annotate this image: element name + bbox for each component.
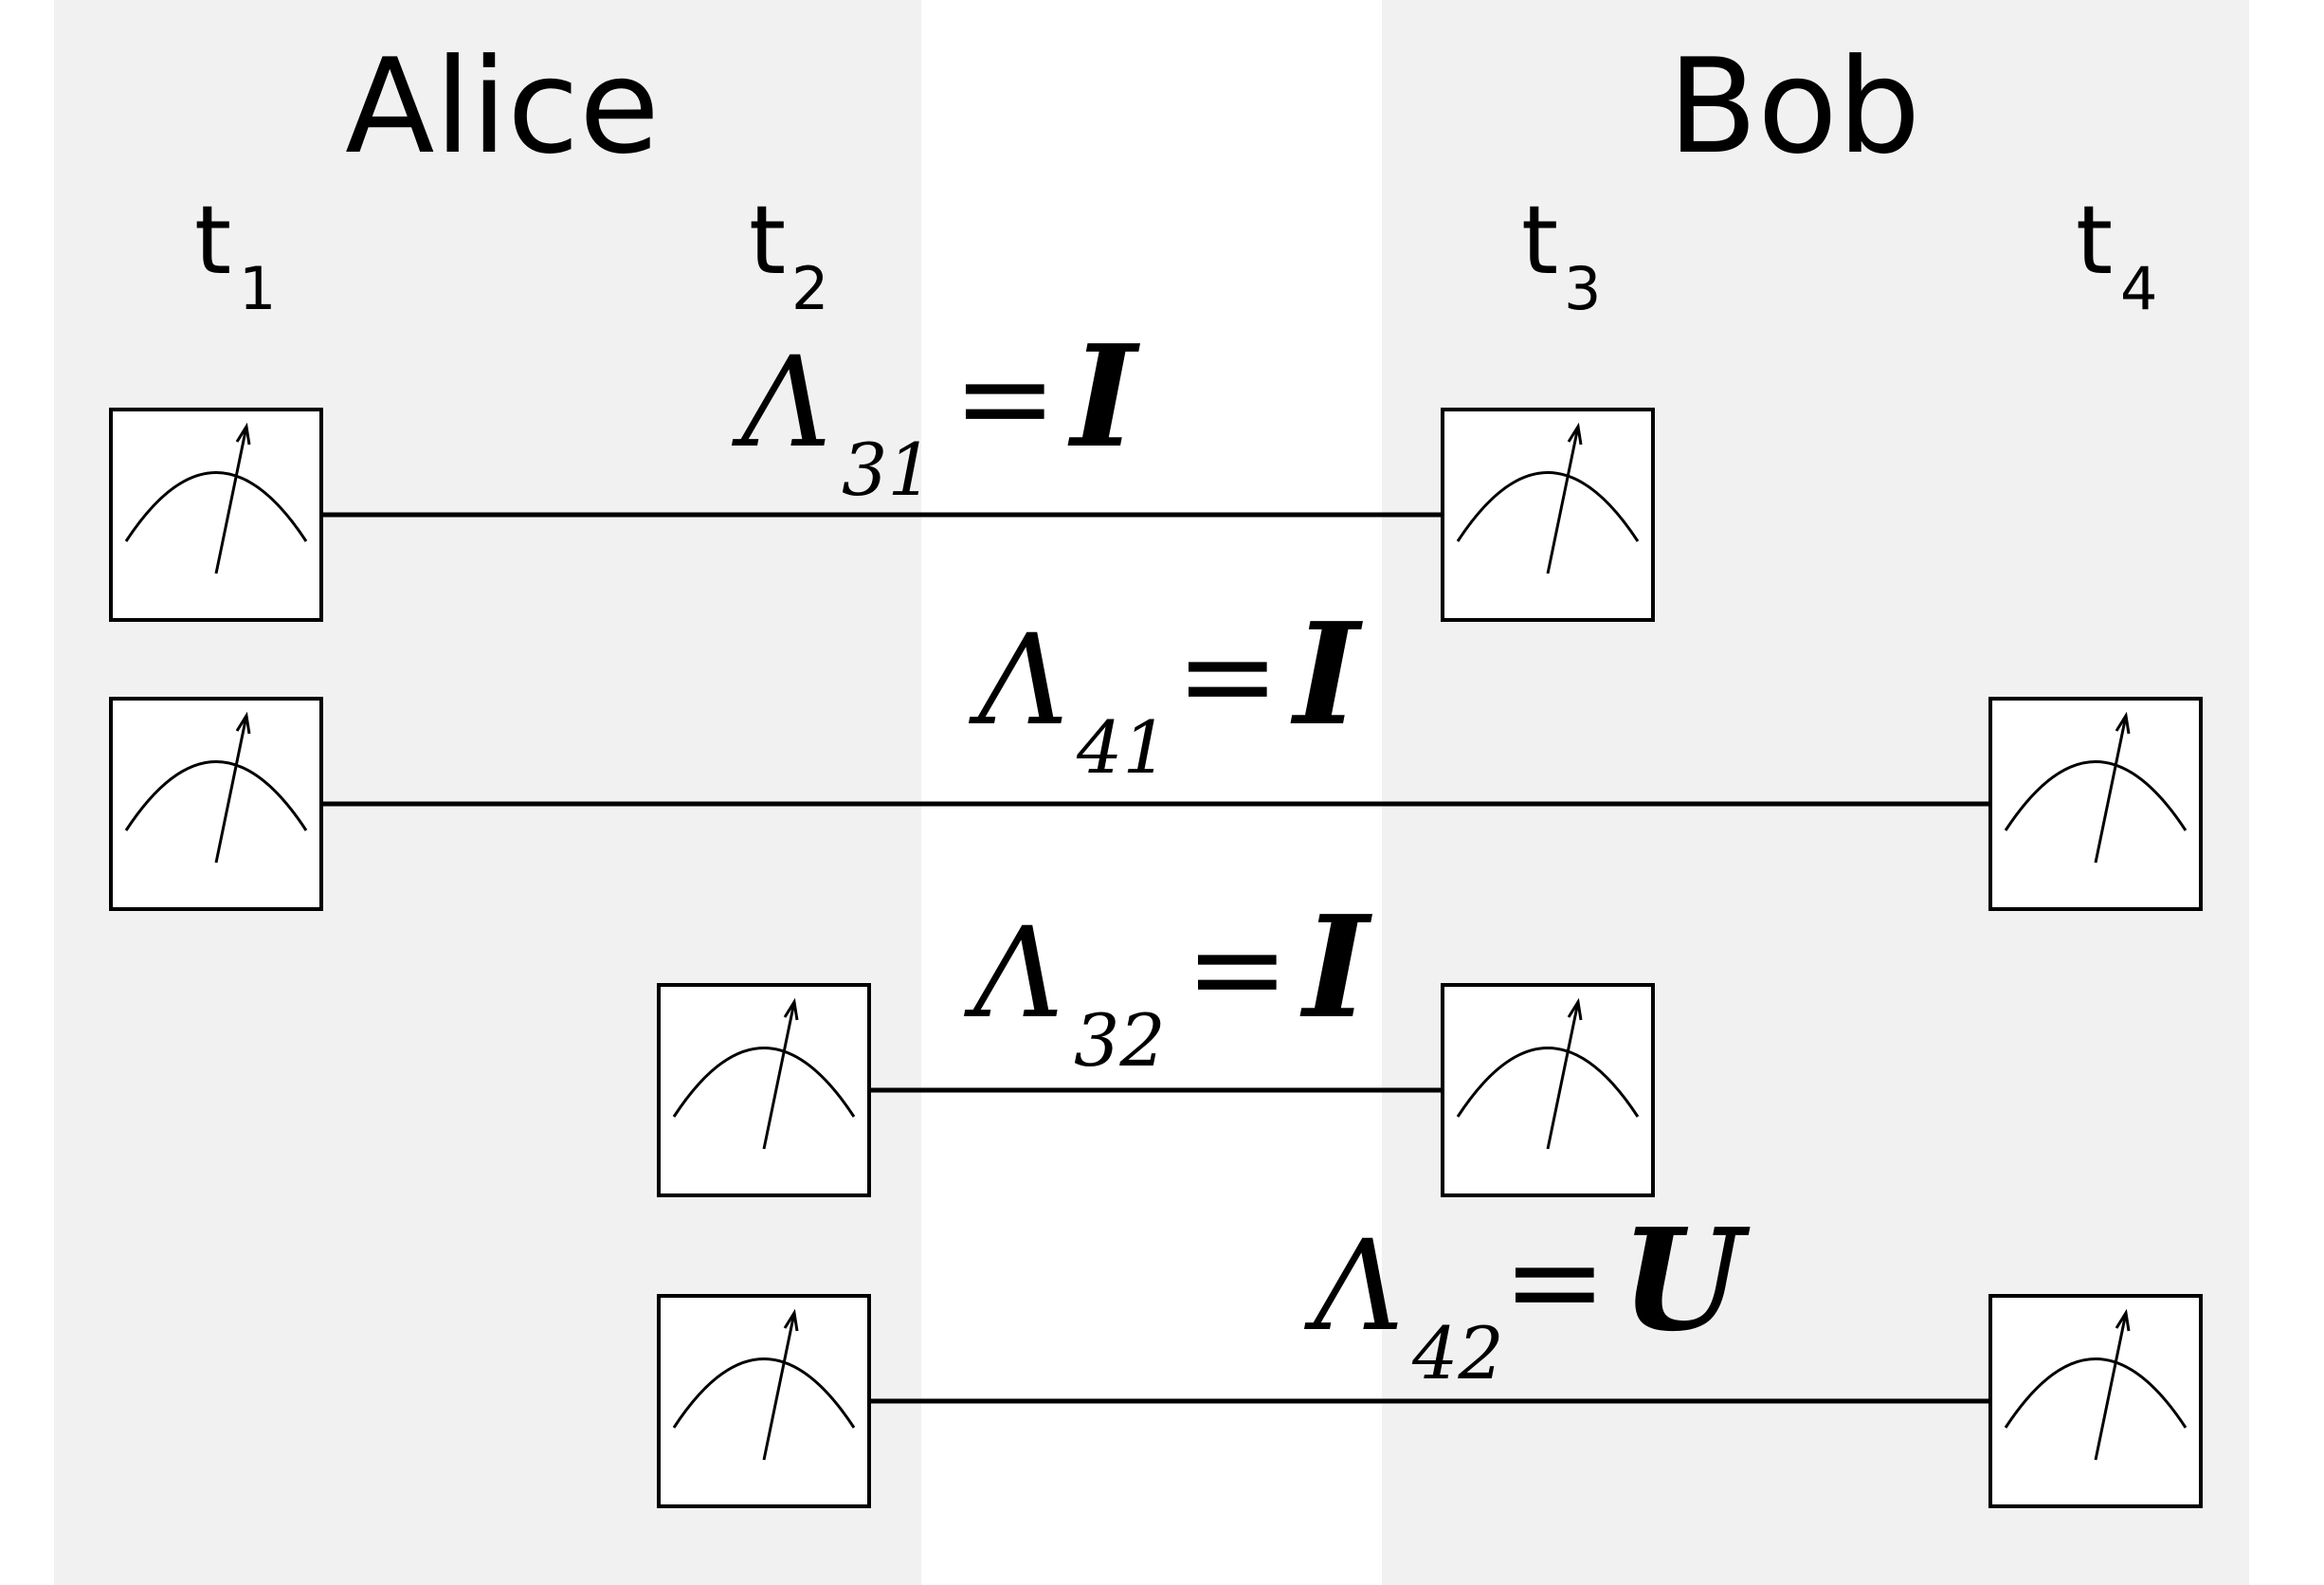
svg-text:1: 1 (239, 254, 276, 323)
alice-label: Alice (345, 30, 660, 183)
equation-lambda-32: Λ 32 = I (963, 884, 1372, 1083)
meter-gauge-icon (1441, 983, 1655, 1197)
svg-text:I: I (1299, 884, 1372, 1049)
svg-text:42: 42 (1411, 1311, 1504, 1395)
svg-text:41: 41 (1076, 705, 1169, 790)
svg-text:Λ: Λ (968, 608, 1068, 754)
time-label-t1: t 1 (194, 185, 276, 323)
time-label-t3: t 3 (1521, 185, 1601, 323)
svg-text:4: 4 (2120, 254, 2157, 323)
meter-gauge-icon (1988, 697, 2203, 911)
meter-gauge-icon (109, 697, 323, 911)
meter-gauge-icon (1441, 408, 1655, 622)
svg-text:t: t (2076, 185, 2113, 296)
svg-text:I: I (1290, 592, 1363, 756)
svg-text:3: 3 (1564, 254, 1601, 323)
svg-text:t: t (194, 185, 231, 296)
svg-text:t: t (749, 185, 786, 296)
svg-text:Λ: Λ (1303, 1213, 1404, 1359)
svg-text:31: 31 (842, 428, 934, 512)
meter-gauge-icon (109, 408, 323, 622)
svg-text:=: = (1185, 896, 1290, 1042)
bob-label: Bob (1668, 30, 1921, 183)
svg-text:Λ: Λ (963, 901, 1063, 1047)
svg-text:I: I (1067, 314, 1140, 479)
equation-lambda-42: Λ 42 = U (1303, 1197, 1751, 1395)
svg-text:=: = (953, 325, 1058, 471)
svg-text:=: = (1175, 603, 1280, 749)
svg-text:U: U (1621, 1197, 1751, 1362)
svg-text:32: 32 (1074, 998, 1166, 1083)
meter-gauge-icon (657, 1294, 871, 1508)
svg-text:=: = (1502, 1209, 1607, 1355)
equation-lambda-41: Λ 41 = I (968, 592, 1363, 790)
svg-text:Λ: Λ (731, 330, 831, 476)
time-label-t2: t 2 (749, 185, 828, 323)
time-label-t4: t 4 (2076, 185, 2157, 323)
meter-gauge-icon (657, 983, 871, 1197)
equation-lambda-31: Λ 31 = I (731, 314, 1140, 512)
svg-text:2: 2 (791, 254, 828, 323)
meter-gauge-icon (1988, 1294, 2203, 1508)
svg-text:t: t (1521, 185, 1558, 296)
